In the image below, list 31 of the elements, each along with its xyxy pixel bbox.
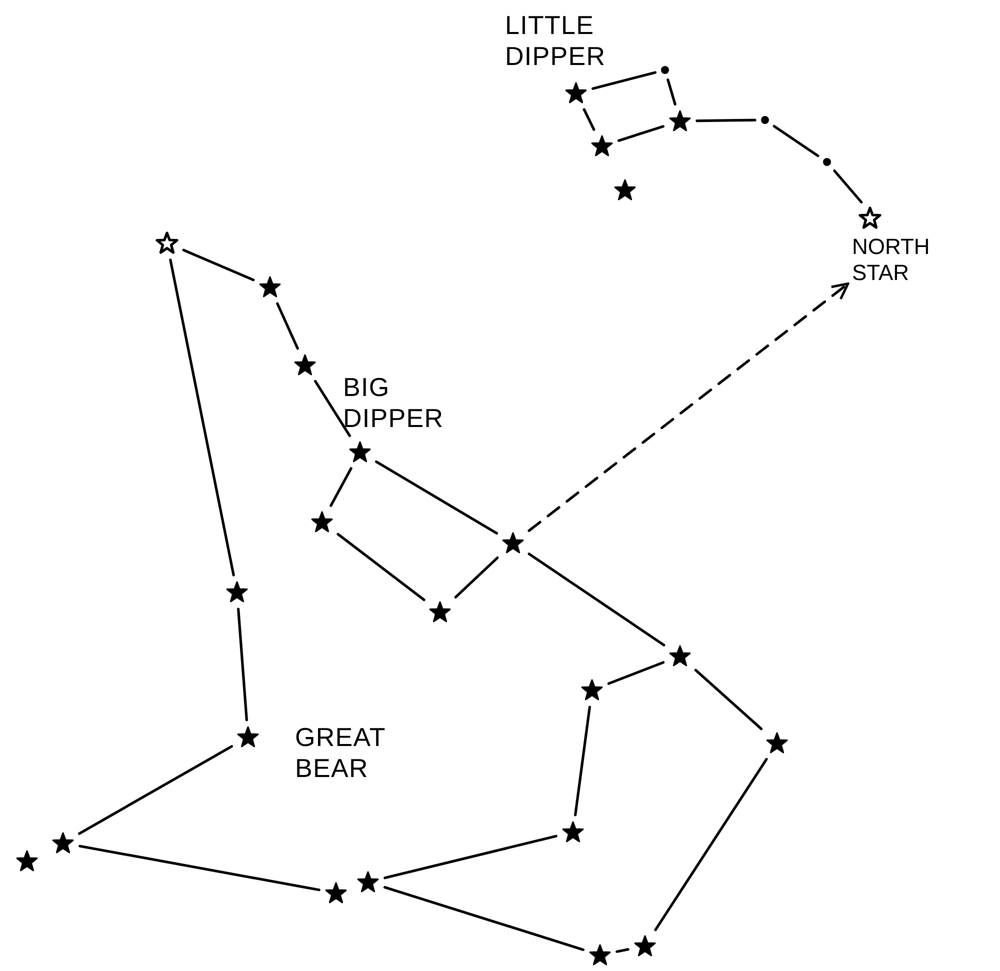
- constellation-name: GREAT BEAR: [295, 722, 386, 784]
- constellation-line: [618, 125, 664, 142]
- constellation-line: [616, 948, 630, 953]
- constellation-name: LITTLE DIPPER: [505, 10, 607, 72]
- constellation-line: [666, 78, 676, 106]
- constellation-line: [375, 460, 498, 535]
- star-name: NORTH STAR: [852, 234, 931, 287]
- constellation-line: [276, 302, 299, 350]
- constellation-line: [694, 668, 763, 730]
- constellation-line: [182, 248, 255, 282]
- constellation-line: [78, 745, 233, 835]
- constellation-line: [582, 108, 596, 131]
- constellation-line: [237, 608, 248, 722]
- constellation-line: [314, 380, 351, 438]
- constellation-name: BIG DIPPER: [343, 372, 445, 434]
- constellation-line: [336, 532, 426, 602]
- constellation-line: [607, 661, 665, 685]
- constellation-line: [592, 71, 656, 90]
- constellation-line: [78, 844, 320, 892]
- constellation-line: [330, 467, 352, 507]
- constellation-line: [454, 556, 499, 598]
- constellation-line: [772, 124, 820, 158]
- constellation-line: [384, 886, 584, 951]
- dashed-arrow: [528, 282, 850, 532]
- constellation-line: [384, 834, 558, 880]
- constellation-line: [654, 758, 768, 932]
- constellation-line: [528, 552, 666, 646]
- constellation-line: [574, 706, 591, 816]
- constellation-line: [833, 170, 863, 204]
- constellation-line: [169, 258, 235, 576]
- constellation-line: [696, 118, 756, 122]
